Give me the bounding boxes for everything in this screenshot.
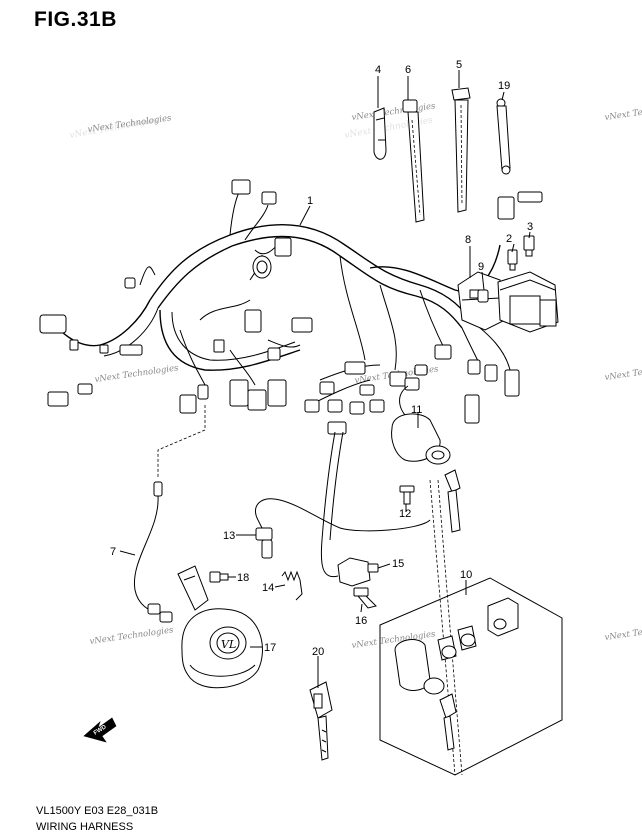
callout-2: 2 [506, 233, 512, 245]
callout-9: 9 [478, 261, 484, 273]
wire-switch-15 [320, 431, 344, 578]
watermark-9: vNext Technologies [604, 621, 642, 643]
sensor-switch [255, 498, 431, 559]
callout-19: 19 [498, 80, 510, 92]
callout-7: 7 [110, 546, 116, 558]
footer-caption: WIRING HARNESS [36, 821, 134, 833]
callout-4: 4 [375, 64, 381, 76]
figure-title: FIG.31B [34, 8, 117, 31]
relay-parts [477, 271, 559, 333]
wire-lead [133, 405, 206, 623]
callout-16: 16 [355, 615, 367, 627]
callout-1: 1 [307, 195, 313, 207]
callout-17: 17 [264, 642, 276, 654]
callout-13: 13 [223, 530, 235, 542]
side-stand-switch [337, 557, 379, 587]
callout-18: 18 [237, 572, 249, 584]
callout-11: 11 [411, 404, 422, 416]
callout-20: 20 [312, 646, 324, 658]
watermark-4: vNext Technologies [94, 363, 180, 385]
fuse-parts [507, 235, 535, 271]
forward-arrow: FWD [83, 717, 117, 743]
callout-12: 12 [399, 508, 411, 520]
svg-text:VL: VL [221, 638, 236, 651]
watermark-6: vNext Technologies [604, 361, 642, 383]
leader-lines [119, 70, 531, 688]
watermark-1: vNext Technologies [87, 113, 173, 135]
bolt-18 [209, 571, 229, 583]
callout-5: 5 [456, 59, 462, 71]
screw-12 [399, 485, 415, 505]
key [309, 681, 333, 761]
horn: VL [177, 565, 263, 689]
watermark-7: vNext Technologies [89, 625, 175, 647]
callout-8: 8 [465, 234, 471, 246]
harness-band [402, 99, 425, 223]
callout-3: 3 [527, 221, 533, 233]
harness-connectors [39, 179, 543, 435]
callout-14: 14 [262, 582, 274, 594]
callout-6: 6 [405, 64, 411, 76]
footer-code: VL1500Y E03 E28_031B [36, 805, 159, 817]
ignition-switch [391, 385, 461, 533]
bolt-16 [353, 587, 377, 609]
lock-set [379, 479, 563, 776]
callout-10: 10 [460, 569, 472, 581]
wire-clip [496, 98, 511, 175]
callouts: 1 2 3 4 5 6 7 8 9 10 11 12 13 14 15 16 1… [110, 59, 533, 658]
harness-clamp [373, 107, 387, 160]
watermark-3: vNext Technologies [604, 101, 642, 123]
return-spring [281, 570, 303, 601]
cable-tie [451, 87, 471, 213]
callout-15: 15 [392, 558, 404, 570]
